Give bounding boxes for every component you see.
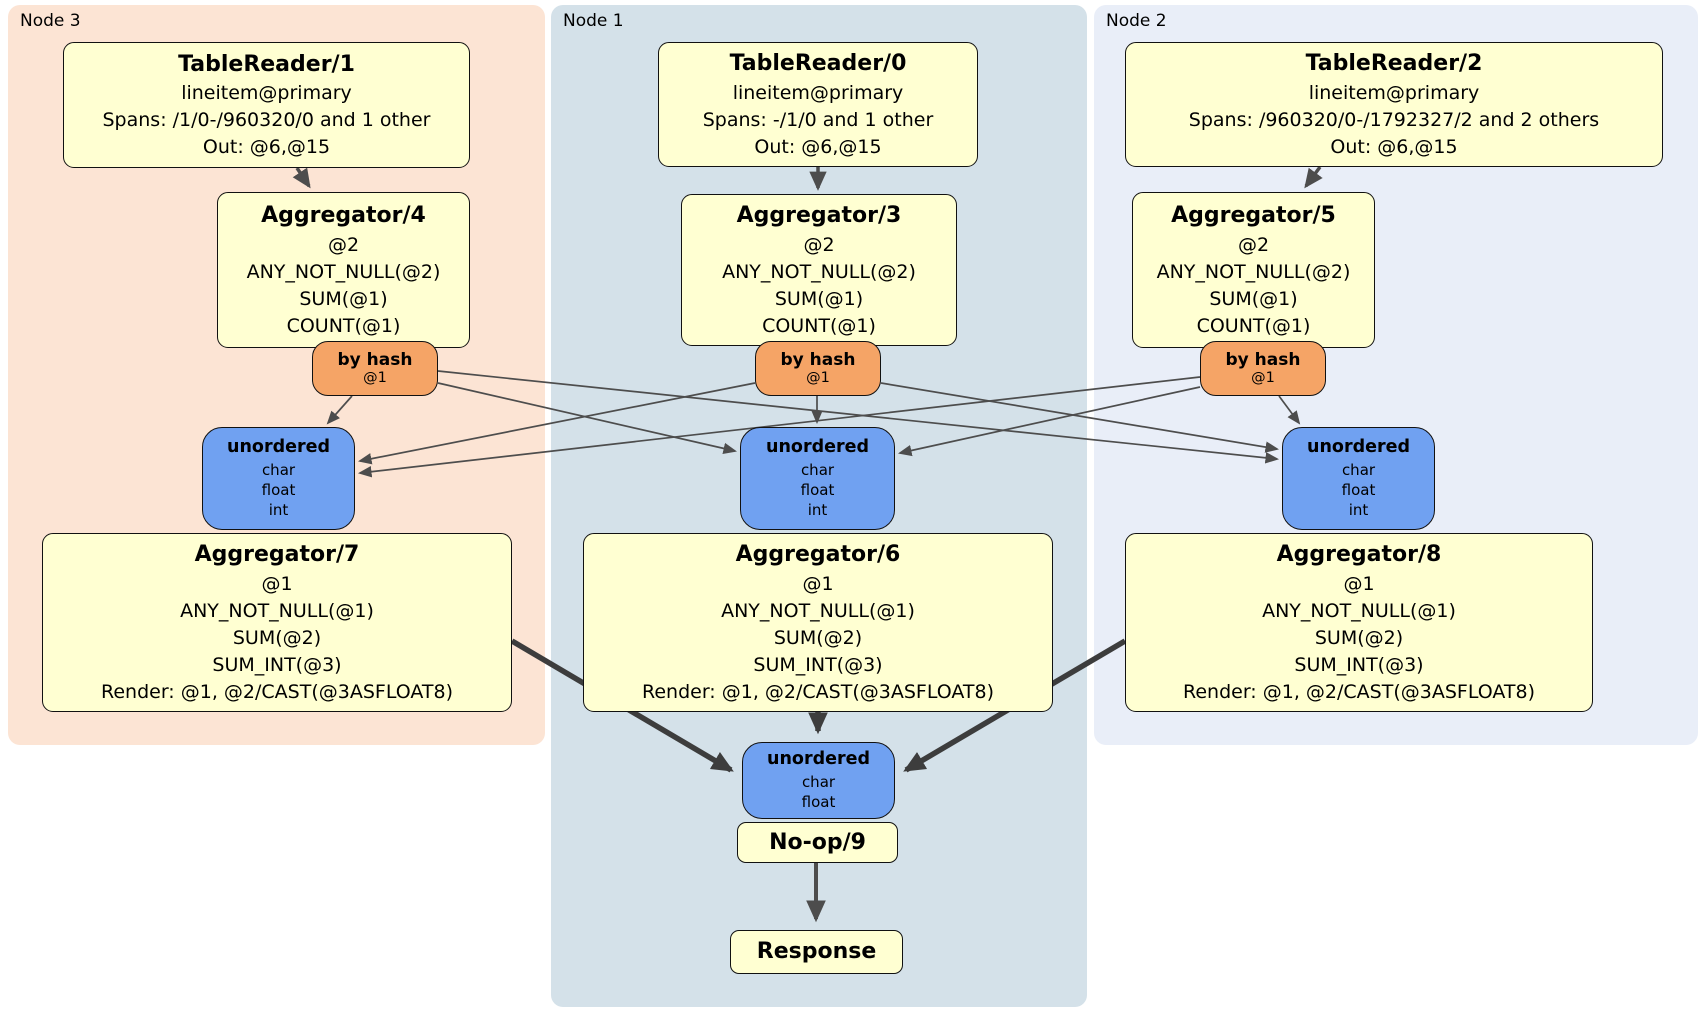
hash-router-node2-label: by hash: [1225, 349, 1301, 370]
unordered-sync-final-label: unordered: [767, 749, 870, 770]
aggregator-4-fn: COUNT(@1): [286, 314, 401, 337]
aggregator-5-fn: SUM(@1): [1209, 287, 1298, 310]
aggregator-3-node: Aggregator/3 @2 ANY_NOT_NULL(@2) SUM(@1)…: [681, 194, 957, 346]
aggregator-8-render: Render: @1, @2/CAST(@3ASFLOAT8): [1183, 680, 1535, 703]
aggregator-6-fn: ANY_NOT_NULL(@1): [721, 599, 915, 622]
aggregator-5-node: Aggregator/5 @2 ANY_NOT_NULL(@2) SUM(@1)…: [1132, 192, 1375, 348]
noop-9-node: No-op/9: [737, 822, 898, 863]
region-node-3-label: Node 3: [20, 11, 81, 31]
aggregator-4-group: @2: [327, 233, 360, 256]
sync-col: int: [268, 501, 289, 520]
hash-router-node2: by hash @1: [1200, 341, 1326, 396]
hash-router-node3: by hash @1: [312, 341, 438, 396]
aggregator-6-fn: SUM(@2): [773, 626, 863, 649]
aggregator-6-title: Aggregator/6: [735, 542, 901, 568]
aggregator-7-fn: SUM(@2): [232, 626, 322, 649]
table-reader-2-spans: Spans: /960320/0-/1792327/2 and 2 others: [1188, 108, 1600, 131]
response-node: Response: [730, 930, 903, 974]
hash-router-node1-key: @1: [806, 370, 830, 386]
aggregator-8-node: Aggregator/8 @1 ANY_NOT_NULL(@1) SUM(@2)…: [1125, 533, 1593, 712]
unordered-sync-node1: unordered char float int: [740, 427, 895, 530]
noop-9-title: No-op/9: [769, 829, 866, 855]
aggregator-7-group: @1: [261, 572, 293, 595]
aggregator-7-title: Aggregator/7: [194, 542, 360, 568]
table-reader-1-out: Out: @6,@15: [202, 136, 331, 159]
aggregator-8-fn: SUM_INT(@3): [1294, 653, 1424, 676]
table-reader-1-title: TableReader/1: [178, 51, 355, 77]
aggregator-8-title: Aggregator/8: [1276, 542, 1442, 568]
sync-col: char: [261, 460, 296, 479]
region-node-2-label: Node 2: [1106, 11, 1167, 31]
response-title: Response: [756, 939, 877, 965]
table-reader-0-out: Out: @6,@15: [754, 135, 882, 158]
hash-router-node3-key: @1: [363, 370, 387, 386]
table-reader-2-index: lineitem@primary: [1308, 81, 1480, 104]
sync-col: float: [801, 793, 836, 812]
aggregator-7-fn: ANY_NOT_NULL(@1): [180, 599, 374, 622]
aggregator-7-fn: SUM_INT(@3): [212, 653, 342, 676]
hash-router-node1-label: by hash: [780, 349, 856, 370]
aggregator-3-fn: ANY_NOT_NULL(@2): [722, 260, 916, 283]
aggregator-3-fn: SUM(@1): [774, 287, 864, 310]
table-reader-0-spans: Spans: -/1/0 and 1 other: [702, 108, 934, 131]
aggregator-6-node: Aggregator/6 @1 ANY_NOT_NULL(@1) SUM(@2)…: [583, 533, 1053, 712]
sync-col: char: [801, 773, 836, 792]
table-reader-1-node: TableReader/1 lineitem@primary Spans: /1…: [63, 42, 470, 168]
aggregator-6-fn: SUM_INT(@3): [753, 653, 883, 676]
table-reader-2-out: Out: @6,@15: [1330, 135, 1458, 158]
table-reader-2-title: TableReader/2: [1305, 51, 1483, 77]
aggregator-8-fn: ANY_NOT_NULL(@1): [1262, 599, 1456, 622]
sync-col: char: [800, 460, 835, 479]
table-reader-2-node: TableReader/2 lineitem@primary Spans: /9…: [1125, 42, 1663, 167]
aggregator-4-fn: ANY_NOT_NULL(@2): [246, 260, 441, 283]
table-reader-0-index: lineitem@primary: [732, 81, 904, 104]
unordered-sync-node1-label: unordered: [766, 437, 869, 458]
aggregator-3-fn: COUNT(@1): [762, 314, 876, 337]
sync-col: char: [1341, 460, 1376, 479]
aggregator-7-render: Render: @1, @2/CAST(@3ASFLOAT8): [101, 680, 453, 703]
aggregator-6-render: Render: @1, @2/CAST(@3ASFLOAT8): [642, 680, 994, 703]
hash-router-node3-label: by hash: [337, 349, 413, 370]
aggregator-4-fn: SUM(@1): [299, 287, 388, 310]
aggregator-8-group: @1: [1343, 572, 1375, 595]
aggregator-5-title: Aggregator/5: [1171, 203, 1336, 229]
table-reader-0-title: TableReader/0: [729, 51, 907, 77]
aggregator-8-fn: SUM(@2): [1314, 626, 1404, 649]
sync-col: float: [261, 481, 296, 500]
aggregator-4-node: Aggregator/4 @2 ANY_NOT_NULL(@2) SUM(@1)…: [217, 192, 470, 348]
table-reader-1-spans: Spans: /1/0-/960320/0 and 1 other: [102, 109, 431, 132]
unordered-sync-node2: unordered char float int: [1282, 427, 1435, 530]
aggregator-6-group: @1: [802, 572, 834, 595]
aggregator-3-group: @2: [803, 233, 835, 256]
unordered-sync-node2-label: unordered: [1307, 437, 1410, 458]
hash-router-node2-key: @1: [1251, 370, 1275, 386]
sync-col: int: [807, 501, 828, 520]
unordered-sync-node3-label: unordered: [227, 437, 330, 458]
table-reader-0-node: TableReader/0 lineitem@primary Spans: -/…: [658, 42, 978, 167]
sync-col: int: [1348, 501, 1369, 520]
sync-col: float: [1341, 481, 1376, 500]
aggregator-5-group: @2: [1237, 233, 1270, 256]
unordered-sync-final: unordered char float: [742, 742, 895, 819]
aggregator-5-fn: COUNT(@1): [1196, 314, 1311, 337]
unordered-sync-node3: unordered char float int: [202, 427, 355, 530]
region-node-1-label: Node 1: [563, 11, 624, 31]
aggregator-5-fn: ANY_NOT_NULL(@2): [1156, 260, 1351, 283]
aggregator-4-title: Aggregator/4: [261, 203, 426, 229]
hash-router-node1: by hash @1: [755, 341, 881, 396]
table-reader-1-index: lineitem@primary: [181, 82, 352, 105]
aggregator-3-title: Aggregator/3: [736, 203, 902, 229]
aggregator-7-node: Aggregator/7 @1 ANY_NOT_NULL(@1) SUM(@2)…: [42, 533, 512, 712]
sync-col: float: [800, 481, 835, 500]
